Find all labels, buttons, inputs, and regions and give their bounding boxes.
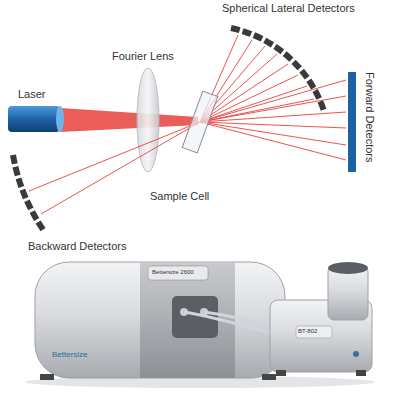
detector-label: Spherical Lateral Detectors [222, 2, 355, 15]
detector-label: Forward Detectors [363, 72, 376, 162]
laser-label: Laser [18, 88, 46, 101]
lens-label: Fourier Lens [112, 50, 174, 63]
sample-cell [182, 91, 218, 153]
lateral-detector-arc [231, 28, 324, 111]
scatter-rays [29, 35, 346, 214]
forward-detector [348, 72, 356, 172]
model-label: BT-802 [298, 328, 317, 335]
cell-label: Sample Cell [150, 190, 209, 203]
model-label: Bettersize 2600 [152, 269, 194, 276]
instrument-illustration [25, 262, 375, 388]
laser-beam [60, 108, 198, 132]
laser-symbol [8, 106, 64, 132]
brand-label: Bettersize [52, 350, 88, 359]
detector-label: Backward Detectors [28, 240, 126, 253]
backward-detector-arc [13, 155, 44, 231]
